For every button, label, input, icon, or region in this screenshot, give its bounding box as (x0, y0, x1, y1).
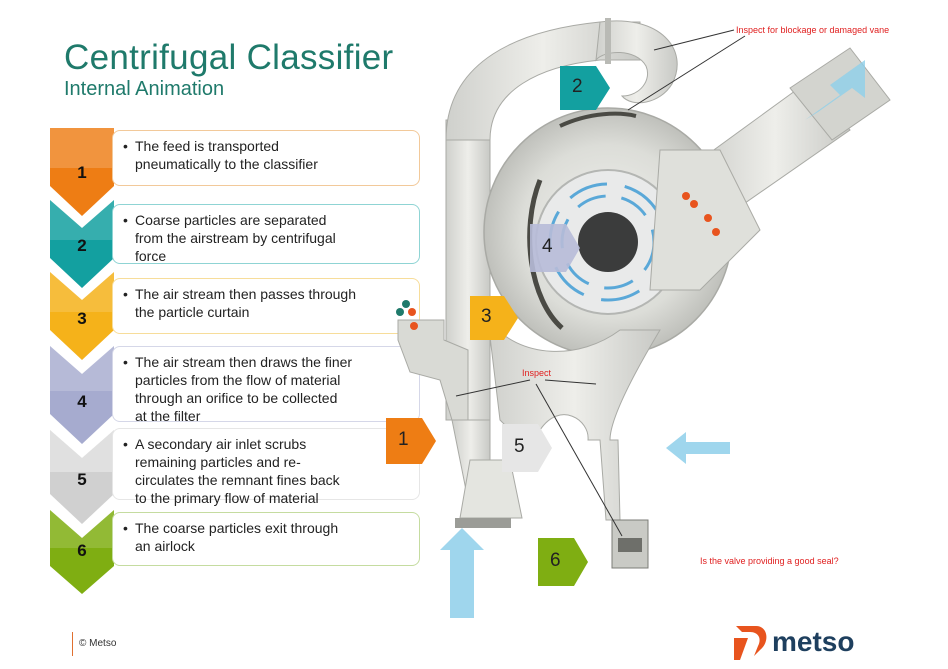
step-5-line-2: remaining particles and re- (135, 454, 301, 470)
diagram-badge-6 (538, 538, 588, 586)
bullet: • (123, 436, 128, 452)
step-5-box: • A secondary air inlet scrubs remaining… (112, 428, 420, 506)
callout-blockage: Inspect for blockage or damaged vane (736, 25, 890, 35)
step-5-line-1: A secondary air inlet scrubs (135, 436, 307, 452)
step-2-line-1: Coarse particles are separated (135, 212, 327, 228)
step-4-line-2: particles from the flow of material (135, 372, 341, 388)
step-2-line-2: from the airstream by centrifugal (135, 230, 336, 246)
diagram-badge-2-number: 2 (572, 76, 583, 97)
bullet: • (123, 138, 128, 154)
step-5-number: 5 (77, 470, 87, 489)
step-1-number: 1 (77, 163, 87, 182)
step-6-line-1: The coarse particles exit through (135, 520, 339, 536)
scroll-housing (595, 20, 678, 104)
step-5-line-4: to the primary flow of material (135, 490, 319, 506)
page-subtitle: Internal Animation (64, 78, 225, 100)
diagram-badge-4-number: 4 (542, 236, 553, 257)
step-2-number: 2 (77, 236, 87, 255)
page-title: Centrifugal Classifier (64, 38, 394, 77)
metso-logo-icon (734, 626, 767, 660)
footer-copyright: © Metso (72, 632, 116, 656)
step-4-line-1: The air stream then draws the finer (135, 354, 353, 370)
step-2-chevron-icon (50, 200, 114, 288)
callout-lines (455, 29, 746, 537)
step-2-line-3: force (135, 248, 167, 264)
outlet-air-arrow (805, 60, 865, 120)
bullet: • (123, 354, 128, 370)
step-4-number: 4 (77, 392, 87, 411)
classifier-diagram (386, 18, 891, 618)
step-4-chevron-icon (50, 346, 114, 444)
step-6-line-2: an airlock (135, 538, 195, 554)
diagram-badge-1 (386, 418, 436, 464)
feed-particles (396, 300, 418, 330)
step-3-number: 3 (77, 309, 87, 328)
diagram-badge-3 (470, 296, 518, 340)
diagram-badge-5 (502, 424, 552, 472)
step-3-box: • The air stream then passes through the… (112, 278, 420, 334)
lower-housing (487, 318, 661, 521)
metso-logo-text: metso (772, 626, 855, 657)
diagram-badge-5-number: 5 (514, 436, 525, 457)
step-3-chevron-icon (50, 272, 114, 360)
step-4-box: • The air stream then draws the finer pa… (112, 346, 420, 424)
particle-dots (682, 192, 720, 236)
step-3-line-2: the particle curtain (135, 304, 250, 320)
step-6-chevron-icon (50, 510, 114, 594)
diagram-badge-6-number: 6 (550, 550, 561, 571)
diagram-badge-3-number: 3 (481, 306, 492, 327)
secondary-air-arrow (666, 432, 730, 464)
step-6-number: 6 (77, 541, 87, 560)
step-5-chevron-icon (50, 430, 114, 524)
callout-inspect: Inspect (522, 368, 552, 378)
step-1-box: • The feed is transported pneumatically … (112, 130, 420, 186)
step-4-line-3: through an orifice to be collected (135, 390, 338, 406)
step-1-line-2: pneumatically to the classifier (135, 156, 318, 172)
step-5-line-3: circulates the remnant fines back (135, 472, 340, 488)
bullet: • (123, 286, 128, 302)
diagram-badge-4 (530, 224, 580, 272)
step-2-box: • Coarse particles are separated from th… (112, 204, 420, 264)
diagram-badge-1-number: 1 (398, 429, 409, 450)
step-4-line-4: at the filter (135, 408, 201, 424)
step-list: 1 • The feed is transported pneumaticall… (50, 0, 420, 669)
top-flange (605, 18, 611, 64)
step-3-line-1: The air stream then passes through (135, 286, 357, 302)
outlet-orifice (578, 212, 638, 272)
bullet: • (123, 520, 128, 536)
bullet: • (123, 212, 128, 228)
callout-valve: Is the valve providing a good seal? (700, 556, 839, 566)
step-6-box: • The coarse particles exit through an a… (112, 512, 420, 566)
step-1-chevron-icon (50, 128, 114, 216)
diagram-badge-2 (560, 66, 610, 110)
inlet-air-arrow (440, 528, 484, 618)
feed-hopper (397, 319, 523, 528)
step-1-line-1: The feed is transported (135, 138, 279, 154)
